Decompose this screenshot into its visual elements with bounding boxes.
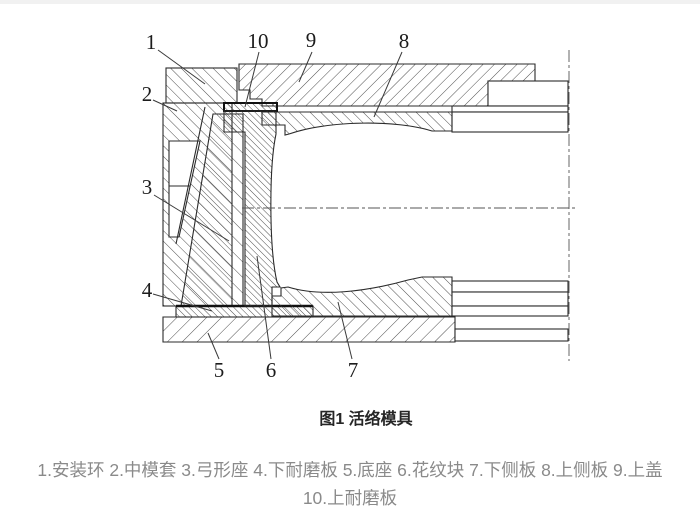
callout-2-label: 2 (142, 82, 153, 106)
callout-3-label: 3 (142, 175, 153, 199)
figure-caption: 图1 活络模具 (319, 411, 413, 428)
callout-9-label: 9 (306, 28, 317, 52)
callout-5-leader (207, 332, 220, 360)
callout-2-leader (152, 99, 178, 112)
callout-5-label: 5 (214, 358, 225, 382)
part-5-base (162, 316, 456, 343)
callout-8-leader (373, 51, 403, 118)
callout-8-label: 8 (399, 29, 410, 53)
callout-9-leader (298, 51, 313, 83)
callout-3-leader (153, 194, 230, 242)
callout-7-label: 7 (348, 358, 359, 382)
callout-4-label: 4 (142, 278, 153, 302)
part-8-upper-side-plate (261, 111, 453, 136)
page-top-border (0, 0, 700, 4)
callout-1-leader (157, 49, 206, 85)
callout-10-leader (244, 51, 260, 108)
figure-legend-line1: 1.安装环 2.中模套 3.弓形座 4.下耐磨板 5.底座 6.花纹块 7.下侧… (37, 460, 663, 480)
callout-leaders (152, 49, 403, 360)
sleeve-inner-edge (175, 106, 206, 245)
part-7-lower-side-plate (271, 276, 453, 317)
part-6-tread-block (223, 110, 281, 307)
part-10-upper-wear-plate (223, 102, 278, 112)
callout-6-leader (256, 255, 272, 360)
callout-4-leader (152, 293, 213, 312)
callout-7-leader (337, 301, 353, 360)
part-1-mounting-ring (165, 67, 238, 104)
callout-labels: 1 10 9 8 2 3 4 5 6 7 (142, 28, 410, 382)
callout-6-label: 6 (266, 358, 277, 382)
callout-1-label: 1 (146, 30, 157, 54)
callout-10-label: 10 (248, 29, 269, 53)
figure-legend-line2: 10.上耐磨板 (302, 488, 398, 508)
figure-legend: 1.安装环 2.中模套 3.弓形座 4.下耐磨板 5.底座 6.花纹块 7.下侧… (0, 456, 700, 512)
mold-cross-section-diagram: 1 10 9 8 2 3 4 5 6 7 (142, 28, 578, 382)
lower-right-step-rings (451, 280, 569, 342)
